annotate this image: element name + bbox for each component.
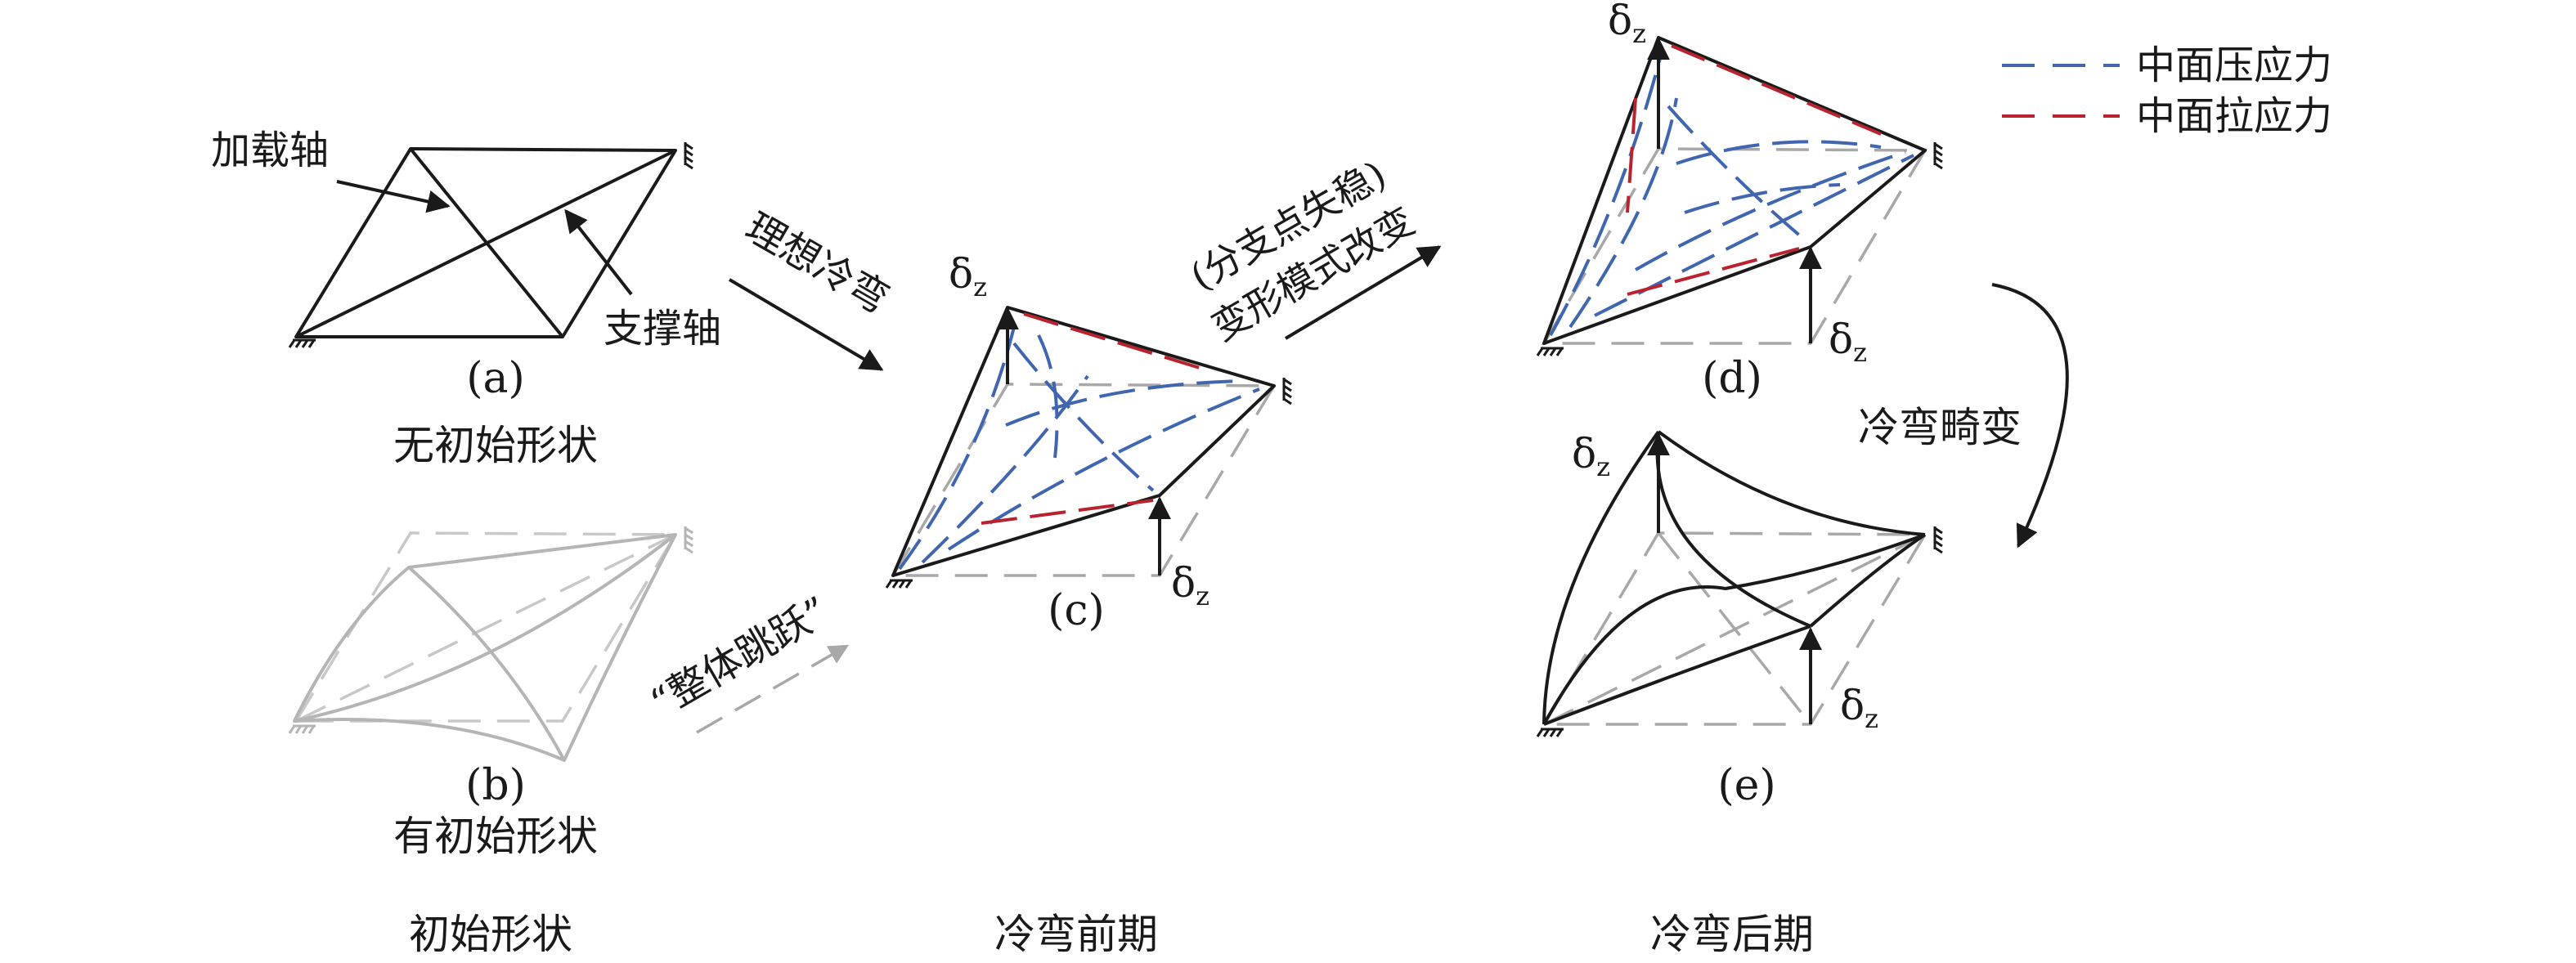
ideal-cold-bend-arrow (728, 278, 884, 371)
stage-early: 冷弯前期 (994, 911, 1158, 958)
panel-d: δz δz (d) (1536, 0, 1944, 403)
panel-b-caption: 有初始形状 (393, 813, 598, 860)
support-hatch-icon (288, 338, 317, 349)
ideal-cold-bend-label: 理想冷弯 (738, 204, 896, 323)
panel-c-tag: (c) (1048, 586, 1105, 635)
panel-e-curved-edge (1543, 625, 1811, 726)
panel-a-tag: (a) (466, 354, 525, 403)
panel-b-guide-dash (293, 531, 679, 723)
stage-initial: 初始形状 (409, 911, 572, 958)
legend: 中面压应力 中面拉应力 (2002, 43, 2332, 139)
delta-z-label: δz (1829, 316, 1867, 368)
panel-e-guide-dash (1543, 533, 1926, 726)
tension-stress-line (1626, 97, 1637, 213)
panel-e-curved-edge (1657, 430, 1926, 536)
compression-stress-line (1012, 342, 1155, 492)
legend-label-tension: 中面拉应力 (2136, 93, 2332, 139)
panel-e-curved-edge (1655, 431, 1811, 628)
compression-stress-line (1549, 52, 1663, 336)
panel-b-guide-dash (295, 533, 676, 723)
legend-label-compression: 中面压应力 (2136, 43, 2332, 88)
panel-e-curved-edge (1809, 533, 1927, 628)
compression-stress-line (1635, 150, 1906, 271)
panel-b-shape (293, 533, 677, 762)
panel-a-caption: 无初始形状 (393, 422, 598, 469)
panel-a: 加载轴 支撑轴 (a) 无初始形状 (211, 128, 721, 469)
compression-stress-line (898, 326, 1016, 571)
stage-late: 冷弯后期 (1650, 911, 1814, 958)
compression-stress-line (947, 387, 1260, 551)
support-axis-pointer (564, 208, 633, 296)
support-hatch-icon (1933, 525, 1944, 554)
delta-z-label: δz (949, 250, 987, 302)
bifurcation-arrow (1284, 245, 1442, 340)
support-hatch-icon (1282, 376, 1293, 405)
distortion-curved-arrow (1991, 283, 2069, 549)
compression-stress-line (1037, 334, 1059, 459)
support-hatch-icon (1536, 347, 1565, 357)
panel-b: (b) 有初始形状 (288, 525, 694, 860)
panel-e-curved-edge (1542, 430, 1660, 725)
compression-stress-line (1005, 379, 1244, 427)
global-snap-label: “整体跳跃” (643, 588, 837, 726)
panel-b-diagonal (294, 533, 677, 723)
loading-axis-pointer (336, 180, 451, 213)
panel-e-curved-edge (1542, 533, 1926, 725)
global-snap-arrow (696, 644, 850, 734)
tension-stress-line (1627, 247, 1800, 296)
panel-c-guide-dash (890, 383, 1277, 577)
panel-b-diagonal (407, 566, 566, 761)
compression-stress-line (921, 374, 1089, 564)
compression-stress-line (1568, 97, 1678, 329)
tension-stress-line (1023, 312, 1211, 373)
compression-stress-line (1684, 183, 1841, 214)
panel-a-support-diagonal (295, 149, 676, 338)
panel-d-outline (1542, 36, 1927, 345)
delta-z-label: δz (1572, 430, 1610, 482)
panel-b-tag: (b) (465, 761, 526, 810)
support-axis-label: 支撑轴 (604, 306, 721, 352)
panel-e-tag: (e) (1717, 761, 1775, 810)
support-hatch-icon (885, 579, 914, 589)
distortion-label: 冷弯畸变 (1858, 404, 2022, 451)
support-hatch-icon (1933, 141, 1944, 170)
compression-stress-line (1667, 105, 1809, 244)
support-hatch-icon (684, 141, 694, 170)
delta-z-label: δz (1840, 682, 1878, 734)
compression-stress-line (1594, 154, 1914, 317)
support-hatch-icon (684, 525, 694, 554)
compression-stress-line (1676, 140, 1882, 165)
delta-z-label: δz (1171, 559, 1209, 611)
panel-e-guide-dash (1541, 531, 1928, 726)
support-hatch-icon (288, 724, 317, 735)
delta-z-label: δz (1608, 0, 1646, 49)
panel-c: δz δz (c) (885, 250, 1293, 635)
loading-axis-label: 加载轴 (211, 128, 329, 173)
support-hatch-icon (1536, 728, 1565, 738)
panel-c-outline (891, 306, 1276, 577)
panel-d-tag: (d) (1702, 354, 1762, 403)
tension-stress-line (1671, 44, 1882, 136)
tension-stress-line (981, 499, 1154, 525)
panel-e: δz δz (e) (1536, 430, 1944, 810)
